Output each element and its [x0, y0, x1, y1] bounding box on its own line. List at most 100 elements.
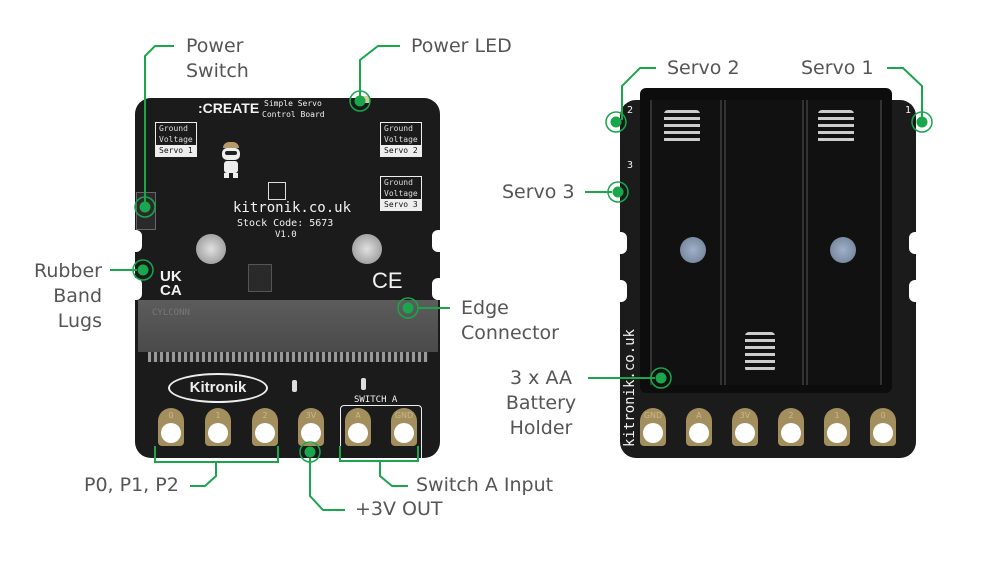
pad-a[interactable]: A	[345, 408, 371, 446]
pad-gnd[interactable]: GND	[391, 408, 417, 446]
pad-hole	[208, 423, 228, 443]
ukca-line1: UK	[160, 268, 182, 285]
board-subtitle-2: Control Board	[262, 110, 325, 119]
tag-servo: Servo 2	[381, 145, 421, 156]
label-pins: P0, P1, P2	[84, 474, 179, 496]
label-battery-holder: 3 x AA Battery Holder	[505, 367, 577, 439]
tag-ground: Ground	[159, 124, 188, 133]
rubber-band-lug-left-bottom	[128, 278, 142, 300]
pad-label: 2	[262, 411, 268, 420]
pad-p1[interactable]: 1	[205, 408, 231, 446]
servo1-number: 1	[905, 105, 912, 116]
edge-connector[interactable]: CYLCONN	[138, 300, 438, 352]
line-switch	[379, 461, 408, 487]
back-pad-1[interactable]: 1	[824, 408, 850, 446]
back-lug-left-bottom	[613, 280, 627, 302]
led-component-2	[361, 378, 366, 390]
line-power-led	[359, 45, 400, 97]
label-power-switch: Power Switch	[186, 35, 249, 82]
tag-ground: Ground	[384, 178, 413, 187]
servo1-tag: Ground Voltage Servo 1	[155, 122, 197, 157]
pad-label: 2	[788, 411, 794, 420]
pad-p0[interactable]: 0	[158, 408, 184, 446]
voltage-regulator	[248, 264, 272, 292]
pad-hole	[255, 423, 275, 443]
pad-label: 3V	[739, 411, 751, 420]
ukca-line2: CA	[160, 282, 182, 299]
pad-label: 3V	[305, 411, 317, 420]
back-lug-right-bottom	[909, 280, 923, 302]
standoff-nut-left	[196, 234, 226, 264]
tag-servo: Servo 1	[156, 145, 196, 156]
back-lug-right-top	[909, 232, 923, 254]
power-led	[358, 96, 370, 103]
label-edge-connector: Edge Connector	[461, 297, 559, 344]
kitronik-logo: Kitronik	[168, 373, 268, 403]
label-3v-out: +3V OUT	[355, 498, 443, 520]
power-switch[interactable]	[136, 192, 156, 230]
pad-hole	[301, 423, 321, 443]
pad-hole	[827, 423, 847, 443]
pad-hole	[348, 423, 368, 443]
back-pad-gnd[interactable]: GND	[640, 408, 666, 446]
board-stock-code: Stock Code: 5673	[237, 218, 334, 229]
board-brand: :CREATE	[198, 100, 260, 116]
battery-spring-1	[664, 110, 700, 144]
tag-voltage: Voltage	[159, 135, 193, 144]
pad-label: 1	[215, 411, 221, 420]
rubber-band-lug-right-bottom	[432, 278, 446, 300]
pad-hole	[643, 423, 663, 443]
rubber-band-lug-left-top	[128, 230, 142, 252]
pad-label: 1	[834, 411, 840, 420]
board-version: V1.0	[275, 230, 297, 240]
pad-label: A	[355, 411, 361, 420]
back-website: kitronik.co.uk	[622, 329, 638, 448]
pad-label: GND	[643, 411, 663, 420]
battery-spring-3	[745, 332, 775, 372]
tag-ground: Ground	[384, 124, 413, 133]
connector-brand: CYLCONN	[152, 308, 190, 318]
ukca-mark: UK CA	[160, 268, 182, 299]
pad-3v[interactable]: 3V	[298, 408, 324, 446]
label-power-led: Power LED	[411, 35, 512, 57]
standoff-nut-right	[352, 234, 382, 264]
label-servo-2: Servo 2	[667, 57, 740, 79]
robot-mascot-icon	[220, 142, 242, 178]
back-pad-a[interactable]: A	[686, 408, 712, 446]
dot-servo1	[916, 116, 928, 128]
screw-left	[680, 237, 706, 263]
pad-p2[interactable]: 2	[252, 408, 278, 446]
servo2-number: 2	[627, 105, 634, 116]
tag-servo: Servo 3	[381, 199, 421, 210]
back-pad-3v[interactable]: 3V	[732, 408, 758, 446]
pad-hole	[394, 423, 414, 443]
pad-hole	[781, 423, 801, 443]
servo3-number: 3	[627, 160, 634, 171]
battery-spring-2	[818, 110, 854, 144]
rubber-band-lug-right-top	[432, 230, 446, 252]
pad-label: GND	[394, 411, 414, 420]
sensor-component	[268, 182, 286, 200]
pad-hole	[873, 423, 893, 443]
screw-right	[830, 237, 856, 263]
ce-mark: CE	[372, 268, 403, 293]
board-website: kitronik.co.uk	[233, 200, 352, 216]
label-servo-1: Servo 1	[801, 57, 874, 79]
back-pad-2[interactable]: 2	[778, 408, 804, 446]
line-3v	[309, 458, 345, 511]
tag-voltage: Voltage	[384, 189, 418, 198]
tag-voltage: Voltage	[384, 135, 418, 144]
back-lug-left-top	[613, 232, 627, 254]
pad-label: A	[696, 411, 702, 420]
back-pad-0[interactable]: 0	[870, 408, 896, 446]
servo2-tag: Ground Voltage Servo 2	[380, 122, 422, 157]
led-component-1	[292, 380, 297, 392]
pad-hole	[689, 423, 709, 443]
pad-label: 0	[880, 411, 886, 420]
edge-connector-pins	[148, 352, 428, 362]
switch-a-box	[340, 405, 422, 458]
pad-label: 0	[168, 411, 174, 420]
label-rubber-band-lugs: Rubber Band Lugs	[33, 260, 102, 332]
pad-hole	[161, 423, 181, 443]
label-switch-a-input: Switch A Input	[416, 474, 554, 496]
